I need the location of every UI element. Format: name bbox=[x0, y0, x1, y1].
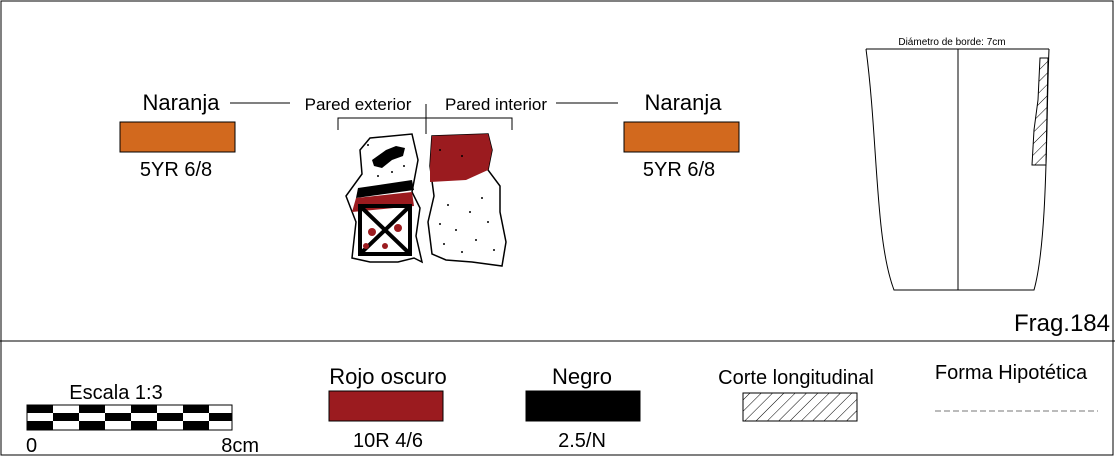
hypothetical-name: Forma Hipotética bbox=[935, 362, 1088, 384]
left-color-swatch bbox=[119, 121, 236, 153]
wall-section bbox=[1031, 57, 1049, 166]
black-motif bbox=[372, 146, 405, 168]
fragment-id: Frag.184 bbox=[1014, 310, 1110, 337]
sherd-exterior-face bbox=[345, 133, 424, 264]
black-name: Negro bbox=[552, 364, 612, 389]
rim-diameter-label: Diámetro de borde: 7cm bbox=[898, 37, 1005, 48]
sherd-interior-face bbox=[427, 133, 507, 267]
right-color-name: Naranja bbox=[644, 90, 722, 115]
section-name: Corte longitudinal bbox=[718, 367, 874, 389]
red-slip-area bbox=[430, 134, 492, 182]
dark-red-code: 10R 4/6 bbox=[353, 430, 423, 452]
interior-wall-label: Pared interior bbox=[445, 95, 547, 114]
scale-bar bbox=[26, 404, 233, 431]
scale-end: 8cm bbox=[221, 435, 259, 457]
dark-red-swatch bbox=[328, 390, 444, 422]
black-code: 2.5/N bbox=[558, 430, 606, 452]
scale-start: 0 bbox=[26, 435, 37, 457]
left-color-code: 5YR 6/8 bbox=[140, 159, 212, 181]
right-color-code: 5YR 6/8 bbox=[643, 159, 715, 181]
dark-red-name: Rojo oscuro bbox=[329, 364, 446, 389]
black-framed-motif bbox=[358, 204, 412, 256]
scale-title: Escala 1:3 bbox=[69, 382, 162, 404]
exterior-wall-label: Pared exterior bbox=[305, 95, 412, 114]
left-color-name: Naranja bbox=[142, 90, 220, 115]
vessel-profile: Diámetro de borde: 7cm bbox=[865, 37, 1050, 291]
wall-bracket bbox=[337, 117, 513, 130]
black-swatch bbox=[525, 390, 641, 422]
black-band bbox=[356, 180, 414, 198]
right-color-swatch bbox=[623, 121, 740, 153]
section-swatch bbox=[742, 392, 858, 422]
